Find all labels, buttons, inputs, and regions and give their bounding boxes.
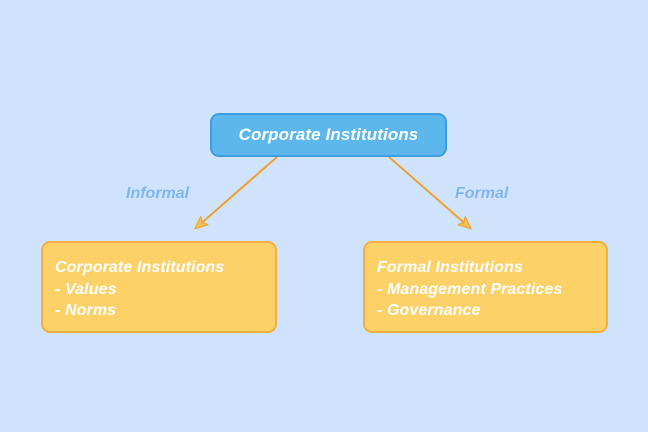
node-leaf-informal-title: Corporate Institutions <box>55 259 225 276</box>
edge-label-formal: Formal <box>455 185 509 202</box>
node-leaf-informal-item-0: - Values <box>55 280 117 298</box>
node-root-label: Corporate Institutions <box>238 125 419 144</box>
node-leaf-formal-item-0: - Management Practices <box>377 280 563 298</box>
node-leaf-formal[interactable]: Formal Institutions - Management Practic… <box>363 241 608 333</box>
edge-label-informal: Informal <box>126 185 190 202</box>
node-leaf-formal-item-1: - Governance <box>377 302 481 319</box>
connector-informal <box>197 156 278 227</box>
node-leaf-formal-title: Formal Institutions <box>377 259 523 276</box>
node-leaf-informal-item-1: - Norms <box>55 302 117 319</box>
node-leaf-informal[interactable]: Corporate Institutions - Values - Norms <box>41 241 277 333</box>
node-root-corporate-institutions[interactable]: Corporate Institutions <box>210 113 447 157</box>
